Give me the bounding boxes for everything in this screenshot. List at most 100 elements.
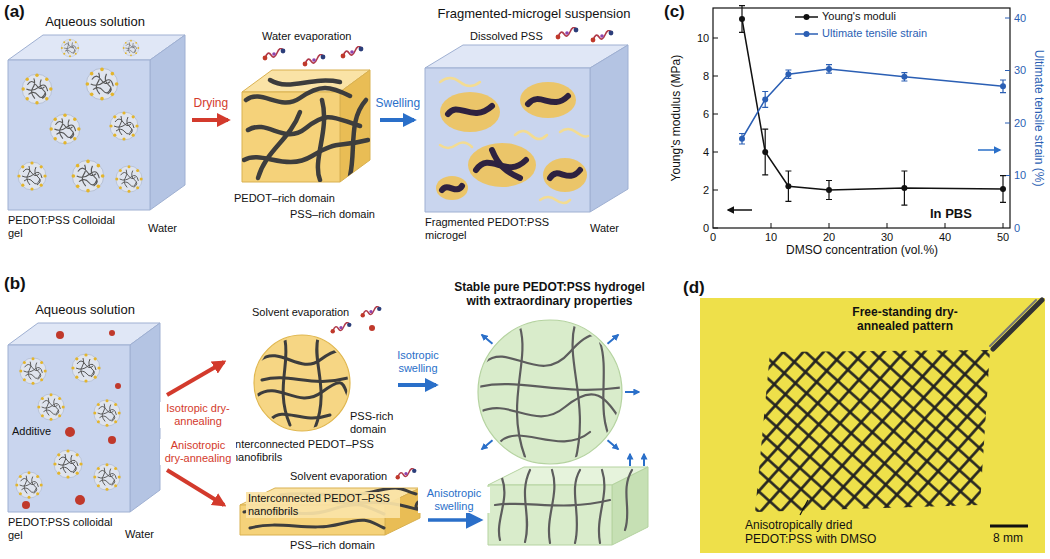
process-label: Isotropic dry-annealing <box>160 402 236 428</box>
photo-panel-part <box>800 500 808 515</box>
hydrogel-sphere-part-part <box>608 440 619 449</box>
solution-cube-part-part <box>22 501 30 509</box>
solution-cube-part-part <box>75 495 85 505</box>
line-chart-part <box>713 8 1010 228</box>
line-chart-part-part <box>785 183 791 189</box>
axis-title: Ultimate tensile strain (%) <box>1032 50 1046 187</box>
hydrogel-sphere <box>478 320 639 464</box>
hydrogel-block-part-part <box>643 454 645 466</box>
hydrogel-sphere-part-part <box>485 334 620 365</box>
scale-label: 8 mm <box>993 531 1023 545</box>
tick-label: 10 <box>765 231 777 244</box>
photo-panel <box>700 298 1045 553</box>
solution-cube: Aqueous solutionAdditivePEDOT:PSS colloi… <box>5 300 165 556</box>
microgel-cube-part-part <box>442 186 462 190</box>
line-chart-part-part <box>945 223 946 228</box>
hydrogel-block-part-part <box>575 470 580 543</box>
axis-title: DMSO concentration (vol.%) <box>786 243 938 257</box>
tick-label: 8 <box>703 70 709 83</box>
dried-sphere-part <box>258 338 352 428</box>
line-chart-part <box>978 149 1000 151</box>
line-chart-part-part <box>713 228 718 229</box>
solution-cube-part <box>93 399 120 426</box>
line-chart <box>713 6 1010 228</box>
solution-cube-part <box>61 39 79 57</box>
solution-cube-part-part <box>56 331 64 339</box>
hydrogel-sphere-part-part <box>600 342 612 442</box>
line-chart-part-part <box>739 134 745 145</box>
solution-cube-part-part <box>109 330 115 336</box>
hydrogel-sphere-part <box>482 335 639 449</box>
solution-cube-part-part <box>115 383 121 389</box>
photo-caption: Anisotropically dried PEDOT:PSS with DMS… <box>745 518 895 546</box>
hydrogel-block-part <box>612 467 648 545</box>
hydrogel-sphere-part-part <box>478 384 625 390</box>
line-chart-part-part <box>1003 223 1004 228</box>
dried-film-part <box>244 488 418 528</box>
dried-film <box>242 47 370 182</box>
dried-film-part-part <box>258 112 300 178</box>
dried-sphere-part <box>369 325 375 331</box>
line-chart-part-part <box>762 92 768 108</box>
dried-film-part-part <box>246 88 350 103</box>
microgel-cube-part-part <box>448 106 492 114</box>
microgel-cube-part-part <box>468 143 536 187</box>
dried-film-part-part <box>248 117 360 134</box>
dried-film-part <box>303 55 326 67</box>
tick-label: 20 <box>1014 117 1026 130</box>
part-label: Water <box>148 222 177 235</box>
hydrogel-block-part-part <box>525 470 530 542</box>
line-chart-part-part <box>713 114 718 115</box>
tick-label: 0 <box>710 231 716 244</box>
panel-heading: Stable pure PEDOT:PSS hydrogel with extr… <box>442 280 657 308</box>
line-chart-part-part <box>1005 18 1010 19</box>
microgel-cube-part <box>590 45 628 212</box>
process-arrow <box>167 470 224 505</box>
line-chart-part-part <box>901 185 907 191</box>
solution-cube-part <box>53 449 82 478</box>
microgel-cube-part-part <box>540 197 570 203</box>
process-arrow <box>380 118 414 122</box>
line-chart-part-part <box>826 181 832 200</box>
line-chart-part-part <box>713 38 718 39</box>
dried-film-part-part <box>244 140 368 162</box>
hydrogel-sphere-part-part <box>608 335 619 344</box>
line-chart-part-part <box>713 152 718 153</box>
dried-film <box>240 469 420 535</box>
line-chart-part-part <box>1000 80 1006 93</box>
dried-sphere: Solvent evaporationInterconnected PEDOT–… <box>228 304 396 468</box>
solution-cube-part <box>49 113 80 144</box>
dried-film-part <box>396 469 417 480</box>
panel-letter: (d) <box>683 278 705 298</box>
hydrogel-sphere-part-part <box>625 391 639 393</box>
microgel-cube-part-part <box>436 176 468 200</box>
panel-letter: (c) <box>664 2 685 22</box>
microgel-cube <box>425 28 628 212</box>
line-chart-part-part <box>901 171 907 205</box>
tick-label: 30 <box>881 231 893 244</box>
hydrogel-block-part-part <box>625 470 632 530</box>
line-chart-part-part <box>739 16 745 22</box>
line-chart-part-part <box>762 96 768 102</box>
line-chart-part-part <box>826 66 832 72</box>
hydrogel-block-part-part <box>499 478 504 540</box>
panel-letter: (a) <box>4 2 25 22</box>
microgel-cube-part-part <box>550 170 580 178</box>
part-label: Water <box>125 528 154 541</box>
line-chart-part-part <box>785 71 791 77</box>
line-chart-part-part <box>901 73 907 81</box>
solution-cube-part <box>72 160 105 193</box>
line-chart-part-part <box>762 129 768 175</box>
photo-panel-part <box>755 350 990 512</box>
microgel-cube-part <box>436 82 587 200</box>
panel-heading: Aqueous solution <box>10 302 160 317</box>
dried-film: Water evaporationPEDOT–rich domainPSS–ri… <box>232 12 378 228</box>
hydrogel-block-part-part <box>629 454 631 466</box>
tick-label: 30 <box>1014 64 1026 77</box>
line-chart-part-part <box>887 223 888 228</box>
part-label: Interconnected PEDOT–PSS nanofibrils <box>232 438 382 464</box>
line-chart-part-part <box>785 70 791 78</box>
process-label: Anisotropic dry-annealing <box>160 439 236 465</box>
microgel-cube-part-part <box>520 82 576 118</box>
